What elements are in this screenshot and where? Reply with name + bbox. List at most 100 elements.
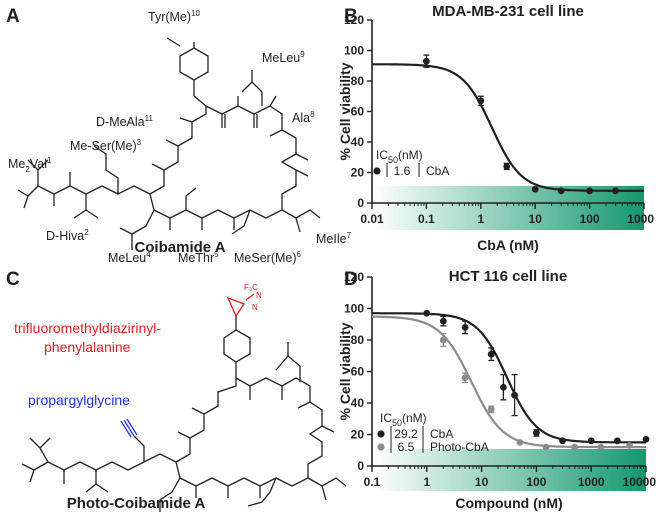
y-axis-label: % Cell viability xyxy=(337,322,353,420)
label-me2val-sub: 2 xyxy=(25,165,30,174)
y-tick-label: 20 xyxy=(351,166,365,180)
data-point-cba xyxy=(587,437,595,445)
x-axis-label: CbA (nM) xyxy=(477,237,539,253)
legend-header: IC50(nM) xyxy=(376,148,423,165)
label-methr5: MeThr xyxy=(178,251,214,265)
label-tyr-me-sup: 10 xyxy=(191,9,200,18)
legend-marker xyxy=(377,443,385,451)
label-meleu9: MeLeu xyxy=(262,51,300,65)
legend-series-name: Photo-CbA xyxy=(430,440,489,454)
label-phenylalanine: phenylalanine xyxy=(44,339,131,355)
data-point-photo-cba xyxy=(439,336,447,344)
label-tyr-me: Tyr(Me) xyxy=(148,10,191,24)
diazirine-n2-label: N xyxy=(252,303,258,312)
legend-series-name: CbA xyxy=(426,164,449,178)
x-tick-label: 10000 xyxy=(623,475,657,489)
label-me-ser-me3-sup: 3 xyxy=(137,138,142,147)
photo-coibamide-a-structure-drawing xyxy=(21,293,347,512)
y-tick-label: 20 xyxy=(351,428,365,442)
label-me2val-prefix: Me xyxy=(8,157,25,171)
panel-a: A xyxy=(6,6,352,265)
legend-ic50-value: 1.6 xyxy=(394,164,411,178)
svg-text:MeLeu4: MeLeu4 xyxy=(108,250,151,265)
label-trifluoromethyldiazirinyl: trifluoromethyldiazirinyl- xyxy=(14,320,161,336)
label-meile7-sup: 7 xyxy=(347,231,352,240)
label-ala8-sup: 8 xyxy=(310,110,315,119)
data-point-photo-cba xyxy=(571,443,579,451)
y-tick-label: 80 xyxy=(351,74,365,88)
panel-b: B MDA-MB-231 cell line0204060801001200.0… xyxy=(337,3,654,253)
legend-series-name: CbA xyxy=(430,427,453,441)
svg-text:MeThr5: MeThr5 xyxy=(178,250,219,265)
label-d-meala-sup: 11 xyxy=(145,114,154,123)
svg-text:MeSer(Me)6: MeSer(Me)6 xyxy=(234,250,302,265)
x-tick-label: 1 xyxy=(423,475,430,489)
panel-letter-d: D xyxy=(344,269,358,290)
label-propargylglycine: propargylglycine xyxy=(28,392,130,408)
x-tick-label: 100 xyxy=(580,212,600,226)
data-point-cba xyxy=(586,187,593,195)
y-tick-label: 100 xyxy=(344,302,364,316)
x-tick-label: 0.1 xyxy=(418,212,435,226)
data-point-cba xyxy=(461,324,469,331)
x-tick-label: 1000 xyxy=(578,475,605,489)
x-tick-label: 0.01 xyxy=(360,212,384,226)
y-tick-label: 40 xyxy=(351,135,365,149)
y-tick-label: 0 xyxy=(357,459,364,473)
panel-letter-c: C xyxy=(6,269,20,290)
label-meser6-sup: 6 xyxy=(297,250,302,259)
y-tick-label: 60 xyxy=(351,365,365,379)
legend-marker xyxy=(377,430,385,438)
concentration-gradient-band xyxy=(372,449,646,491)
data-point-photo-cba xyxy=(487,405,495,413)
panel-letter-b: B xyxy=(344,6,358,27)
legend-marker xyxy=(373,167,381,175)
data-point-photo-cba xyxy=(597,443,605,451)
fit-curve-cba xyxy=(372,63,644,192)
data-point-cba xyxy=(557,187,565,195)
label-d-meala: D-MeAla xyxy=(96,115,145,129)
label-meser6: MeSer(Me) xyxy=(234,251,297,265)
x-tick-label: 10 xyxy=(475,475,489,489)
label-meile7: MeIle xyxy=(316,232,347,246)
svg-text:D-MeAla11: D-MeAla11 xyxy=(96,114,153,129)
panel-c: C xyxy=(6,269,347,512)
fit-curve-cba xyxy=(372,312,646,444)
compound-name-coibamide-a: Coibamide A xyxy=(134,239,225,256)
svg-text:MeLeu9: MeLeu9 xyxy=(262,50,305,65)
legend-ic50-value: 29.2 xyxy=(394,427,418,441)
x-tick-label: 0.1 xyxy=(364,475,381,489)
label-me-ser-me3: Me-Ser(Me) xyxy=(70,139,137,153)
label-me2val-sup: 1 xyxy=(47,156,52,165)
data-point-cba xyxy=(503,163,511,170)
label-me2val: Val xyxy=(30,157,47,171)
legend-ic50-value: 6.5 xyxy=(398,440,415,454)
data-point-cba xyxy=(423,57,430,65)
data-point-cba xyxy=(533,429,540,437)
label-meleu9-sup: 9 xyxy=(300,50,305,59)
y-axis-label: % Cell viability xyxy=(337,62,353,160)
y-tick-label: 0 xyxy=(357,196,364,210)
data-point-cba xyxy=(423,309,431,317)
y-tick-label: 120 xyxy=(344,13,364,27)
label-ala8: Ala xyxy=(292,111,310,125)
svg-text:MeIle7: MeIle7 xyxy=(316,231,352,246)
data-point-cba xyxy=(439,317,447,325)
y-tick-label: 40 xyxy=(351,396,365,410)
compound-name-photo-coibamide-a: Photo-Coibamide A xyxy=(67,495,206,512)
concentration-gradient-band xyxy=(372,186,644,230)
data-point-cba xyxy=(487,350,495,358)
diazirine-n1-label: N xyxy=(256,291,262,300)
label-methr5-sup: 5 xyxy=(214,250,219,259)
label-d-hiva: D-Hiva xyxy=(46,229,84,243)
svg-text:Me-Ser(Me)3: Me-Ser(Me)3 xyxy=(70,138,142,153)
data-point-cba xyxy=(642,435,650,443)
cf3-label: F₃C xyxy=(244,283,258,292)
chart-title: HCT 116 cell line xyxy=(449,268,567,285)
x-tick-label: 1 xyxy=(477,212,484,226)
label-meleu4: MeLeu xyxy=(108,251,146,265)
label-d-hiva-sup: 2 xyxy=(84,228,89,237)
data-point-cba xyxy=(612,187,619,195)
svg-text:Tyr(Me)10: Tyr(Me)10 xyxy=(148,9,201,24)
